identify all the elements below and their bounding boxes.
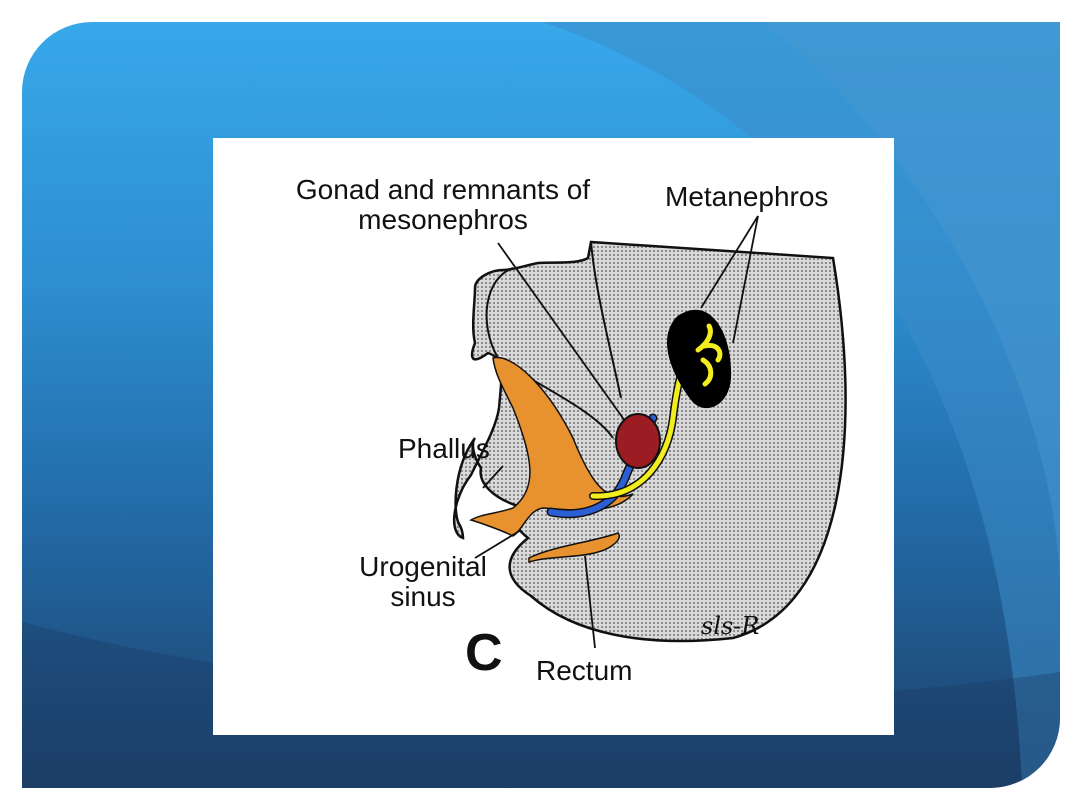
rectum-leader-line xyxy=(584,555,596,649)
gonad-leader-line xyxy=(497,242,626,422)
gonad-label-line-2: mesonephros xyxy=(358,204,528,235)
artist-signature: sls-R xyxy=(701,612,760,640)
gonad-label-line-1: Gonad and remnants of xyxy=(295,174,591,205)
urogenital-sinus-label: Urogenital sinus xyxy=(338,552,508,612)
phallus-leader-line xyxy=(482,465,504,489)
metanephros-leader-line xyxy=(700,215,759,309)
metanephros xyxy=(667,309,732,409)
renal-pelvis xyxy=(695,323,723,387)
rectum-label: Rectum xyxy=(536,655,633,686)
panel-letter: C xyxy=(465,624,503,682)
embryo-diagram: Gonad and remnants of mesonephros Metane… xyxy=(213,138,894,735)
slide: Gonad and remnants of mesonephros Metane… xyxy=(22,22,1060,788)
urogenital-label-line-1: Urogenital xyxy=(359,551,487,582)
urogenital-label-line-2: sinus xyxy=(390,581,456,612)
urogenital-sinus-shape xyxy=(469,356,634,537)
rectum-shape xyxy=(528,532,620,564)
metanephros-leader-line-2 xyxy=(732,215,759,344)
urogenital-leader-line xyxy=(474,529,522,559)
gonad xyxy=(615,413,661,469)
metanephros-label: Metanephros xyxy=(665,181,829,212)
gonad-label: Gonad and remnants of mesonephros xyxy=(253,175,633,235)
phallus-label: Phallus xyxy=(398,433,490,464)
hindgut-outline xyxy=(590,241,622,399)
